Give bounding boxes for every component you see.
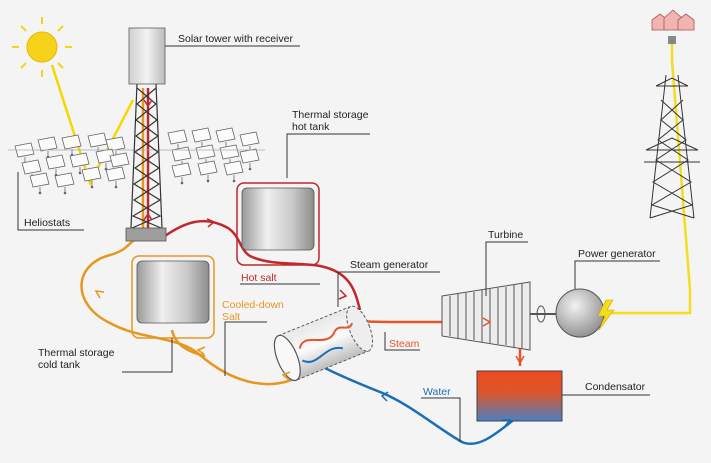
leader-turbine (485, 241, 528, 296)
leader-cooled-salt (224, 321, 267, 376)
leader-power-generator (574, 260, 660, 289)
condensator (476, 370, 563, 422)
cold-salt-pipe-tank (170, 329, 206, 358)
label-heliostats: Heliostats (24, 217, 70, 229)
houses-icon (651, 9, 695, 44)
label-cooled-salt-1: Cooled-down (222, 299, 284, 311)
heliostat-field-right (167, 127, 260, 185)
hot-salt-pipe (164, 219, 362, 311)
hot-storage-tank (236, 182, 320, 266)
leader-steam-generator (337, 271, 440, 307)
leader-cold-tank (122, 338, 173, 373)
label-steam: Steam (389, 338, 420, 350)
power-cable (608, 40, 692, 315)
power-generator (555, 288, 605, 338)
water-pipe (295, 350, 521, 445)
flow-arrows (94, 99, 525, 427)
label-hot-tank-1: Thermal storage (292, 109, 369, 121)
cold-storage-tank (131, 255, 215, 339)
leader-heliostats (17, 172, 84, 231)
heliostat-field-left (14, 132, 130, 195)
label-condensator: Condensator (585, 381, 646, 393)
label-water: Water (423, 386, 451, 398)
label-solar-tower: Solar tower with receiver (178, 33, 293, 45)
leader-hot-tank (286, 133, 370, 178)
sun-icon (12, 17, 72, 77)
leader-water (421, 397, 461, 442)
label-hot-tank-2: hot tank (292, 121, 330, 133)
solar-tower (125, 27, 167, 242)
leader-steam (384, 332, 420, 351)
label-steam-generator: Steam generator (350, 259, 429, 271)
label-power-generator: Power generator (578, 248, 656, 260)
label-turbine: Turbine (488, 229, 523, 241)
steam-generator (273, 305, 374, 382)
sunlight-ray (50, 64, 135, 187)
label-cooled-salt-2: Salt (222, 311, 240, 323)
label-cold-tank-1: Thermal storage (38, 347, 115, 359)
cold-salt-pipe (80, 238, 297, 386)
lightning-icon (597, 299, 615, 331)
label-cold-tank-2: cold tank (38, 359, 81, 371)
turbine (441, 281, 556, 351)
power-pylon-icon (644, 74, 700, 219)
label-hot-salt: Hot salt (241, 272, 277, 284)
